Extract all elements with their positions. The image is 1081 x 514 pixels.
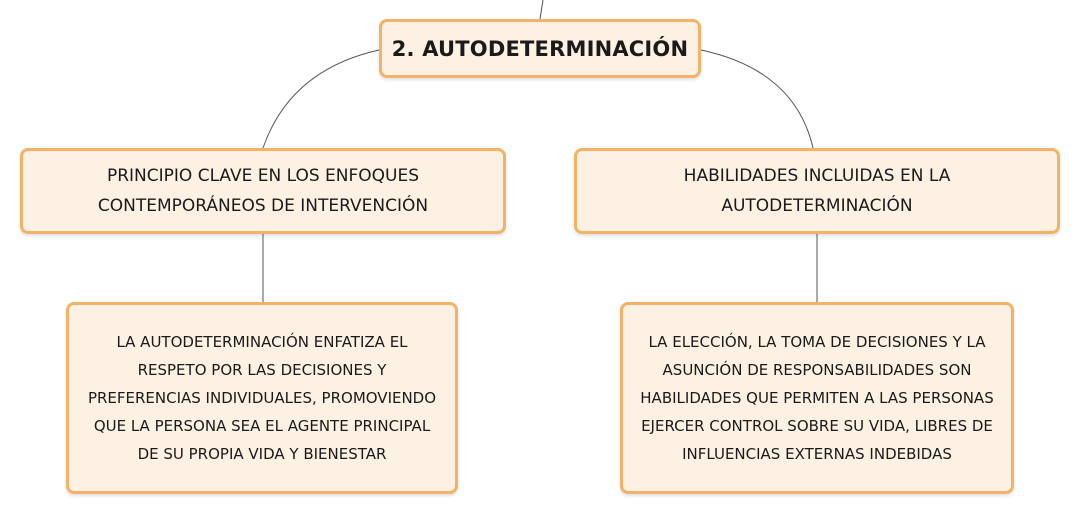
left-branch-detail: LA AUTODETERMINACIÓN ENFATIZA EL RESPETO… [87,333,437,463]
root-node[interactable]: 2. AUTODETERMINACIÓN [379,19,701,78]
connector-top-in [539,0,544,20]
right-branch-detail-node[interactable]: LA ELECCIÓN, LA TOMA DE DECISIONES Y LA … [620,302,1014,494]
left-branch-title-node[interactable]: PRINCIPIO CLAVE EN LOS ENFOQUES CONTEMPO… [20,148,506,234]
connector-root-left [262,49,380,149]
right-branch-detail: LA ELECCIÓN, LA TOMA DE DECISIONES Y LA … [640,333,994,463]
connector-root-right [700,49,814,149]
left-branch-title: PRINCIPIO CLAVE EN LOS ENFOQUES CONTEMPO… [97,166,429,216]
left-branch-detail-node[interactable]: LA AUTODETERMINACIÓN ENFATIZA EL RESPETO… [66,302,458,494]
root-label: 2. AUTODETERMINACIÓN [391,36,689,61]
right-branch-title: HABILIDADES INCLUIDAS EN LA AUTODETERMIN… [683,166,951,216]
right-branch-title-node[interactable]: HABILIDADES INCLUIDAS EN LA AUTODETERMIN… [574,148,1060,234]
